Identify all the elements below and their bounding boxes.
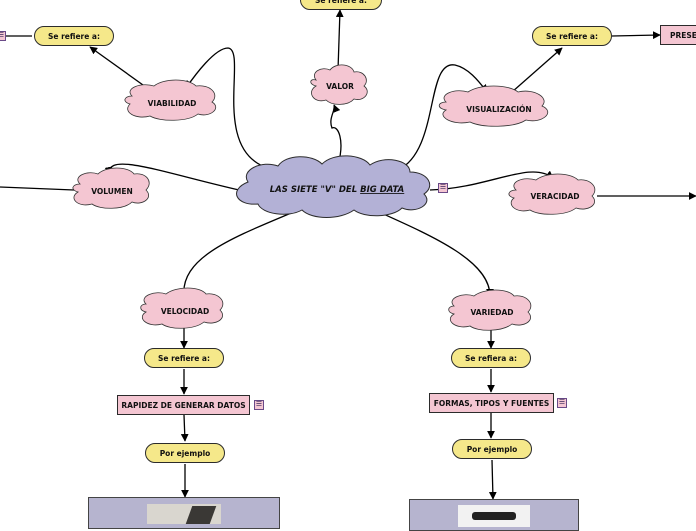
connector-variedad-image <box>488 459 497 500</box>
cloud-variedad[interactable]: VARIEDAD <box>448 289 532 331</box>
pill-top-right[interactable]: Se refiere a: <box>532 26 612 46</box>
connector-central-visualizacion <box>397 64 488 171</box>
pill-velocidad-refiere[interactable]: Se refiere a: <box>144 348 224 368</box>
example-image-variedad[interactable] <box>409 499 579 531</box>
connector-volumen-left-edge <box>0 186 75 191</box>
connector-central-viabilidad <box>185 47 269 169</box>
cloud-viabilidad-label: VIABILIDAD <box>148 99 197 108</box>
cloud-valor[interactable]: VALOR <box>310 64 368 105</box>
connector-central-valor <box>330 104 342 166</box>
box-visualizacion-definition[interactable]: PRESE <box>660 25 696 45</box>
pill-top-left[interactable]: Se refiere a: <box>34 26 114 46</box>
connector-central-volumen <box>104 163 249 193</box>
central-topic-label: LAS SIETE "V" DEL BIG DATA <box>270 185 405 195</box>
connector-refiere-presentacion <box>611 31 661 40</box>
pill-top-center[interactable]: Se refiere a: <box>300 0 382 10</box>
cloud-valor-label: VALOR <box>326 82 354 91</box>
cloud-velocidad-label: VELOCIDAD <box>161 307 209 316</box>
connector-visualizacion-refiere <box>511 47 563 93</box>
pill-variedad-ejemplo[interactable]: Por ejemplo <box>452 439 532 459</box>
pill-variedad-refiere[interactable]: Se refiera a: <box>451 348 531 368</box>
cloud-visualizacion[interactable]: VISUALIZACIÓN <box>438 85 549 127</box>
connector-central-variedad <box>369 207 494 297</box>
connector-central-veracidad <box>429 170 554 191</box>
connector-central-velocidad <box>179 207 304 297</box>
cloud-viabilidad[interactable]: VIABILIDAD <box>124 79 217 121</box>
cloud-velocidad[interactable]: VELOCIDAD <box>140 287 224 329</box>
box-velocidad-definition[interactable]: RAPIDEZ DE GENERAR DATOS <box>117 395 250 415</box>
mind-map-canvas: LAS SIETE "V" DEL BIG DATA VALOR VIABILI… <box>0 9 696 500</box>
note-icon[interactable]: ☰ <box>254 400 264 410</box>
cloud-variedad-label: VARIEDAD <box>470 308 513 317</box>
connector-velocidad-ejemplo <box>180 414 189 442</box>
cloud-visualizacion-label: VISUALIZACIÓN <box>466 105 531 114</box>
cloud-volumen[interactable]: VOLUMEN <box>72 167 150 209</box>
cloud-veracidad[interactable]: VERACIDAD <box>508 173 596 215</box>
box-variedad-definition[interactable]: FORMAS, TIPOS Y FUENTES <box>429 393 554 413</box>
connector-viabilidad-refiere <box>89 46 151 91</box>
cloud-veracidad-label: VERACIDAD <box>530 192 579 201</box>
connector-valor-refiere <box>335 9 344 71</box>
cloud-volumen-label: VOLUMEN <box>91 187 133 196</box>
note-icon[interactable]: ☰ <box>438 183 448 193</box>
central-topic-cloud[interactable]: LAS SIETE "V" DEL BIG DATA <box>236 155 431 218</box>
pill-velocidad-ejemplo[interactable]: Por ejemplo <box>145 443 225 463</box>
image-placeholder <box>472 512 516 520</box>
note-icon[interactable]: ☰ <box>0 31 6 41</box>
note-icon[interactable]: ☰ <box>557 398 567 408</box>
example-image-velocidad[interactable] <box>88 497 280 529</box>
